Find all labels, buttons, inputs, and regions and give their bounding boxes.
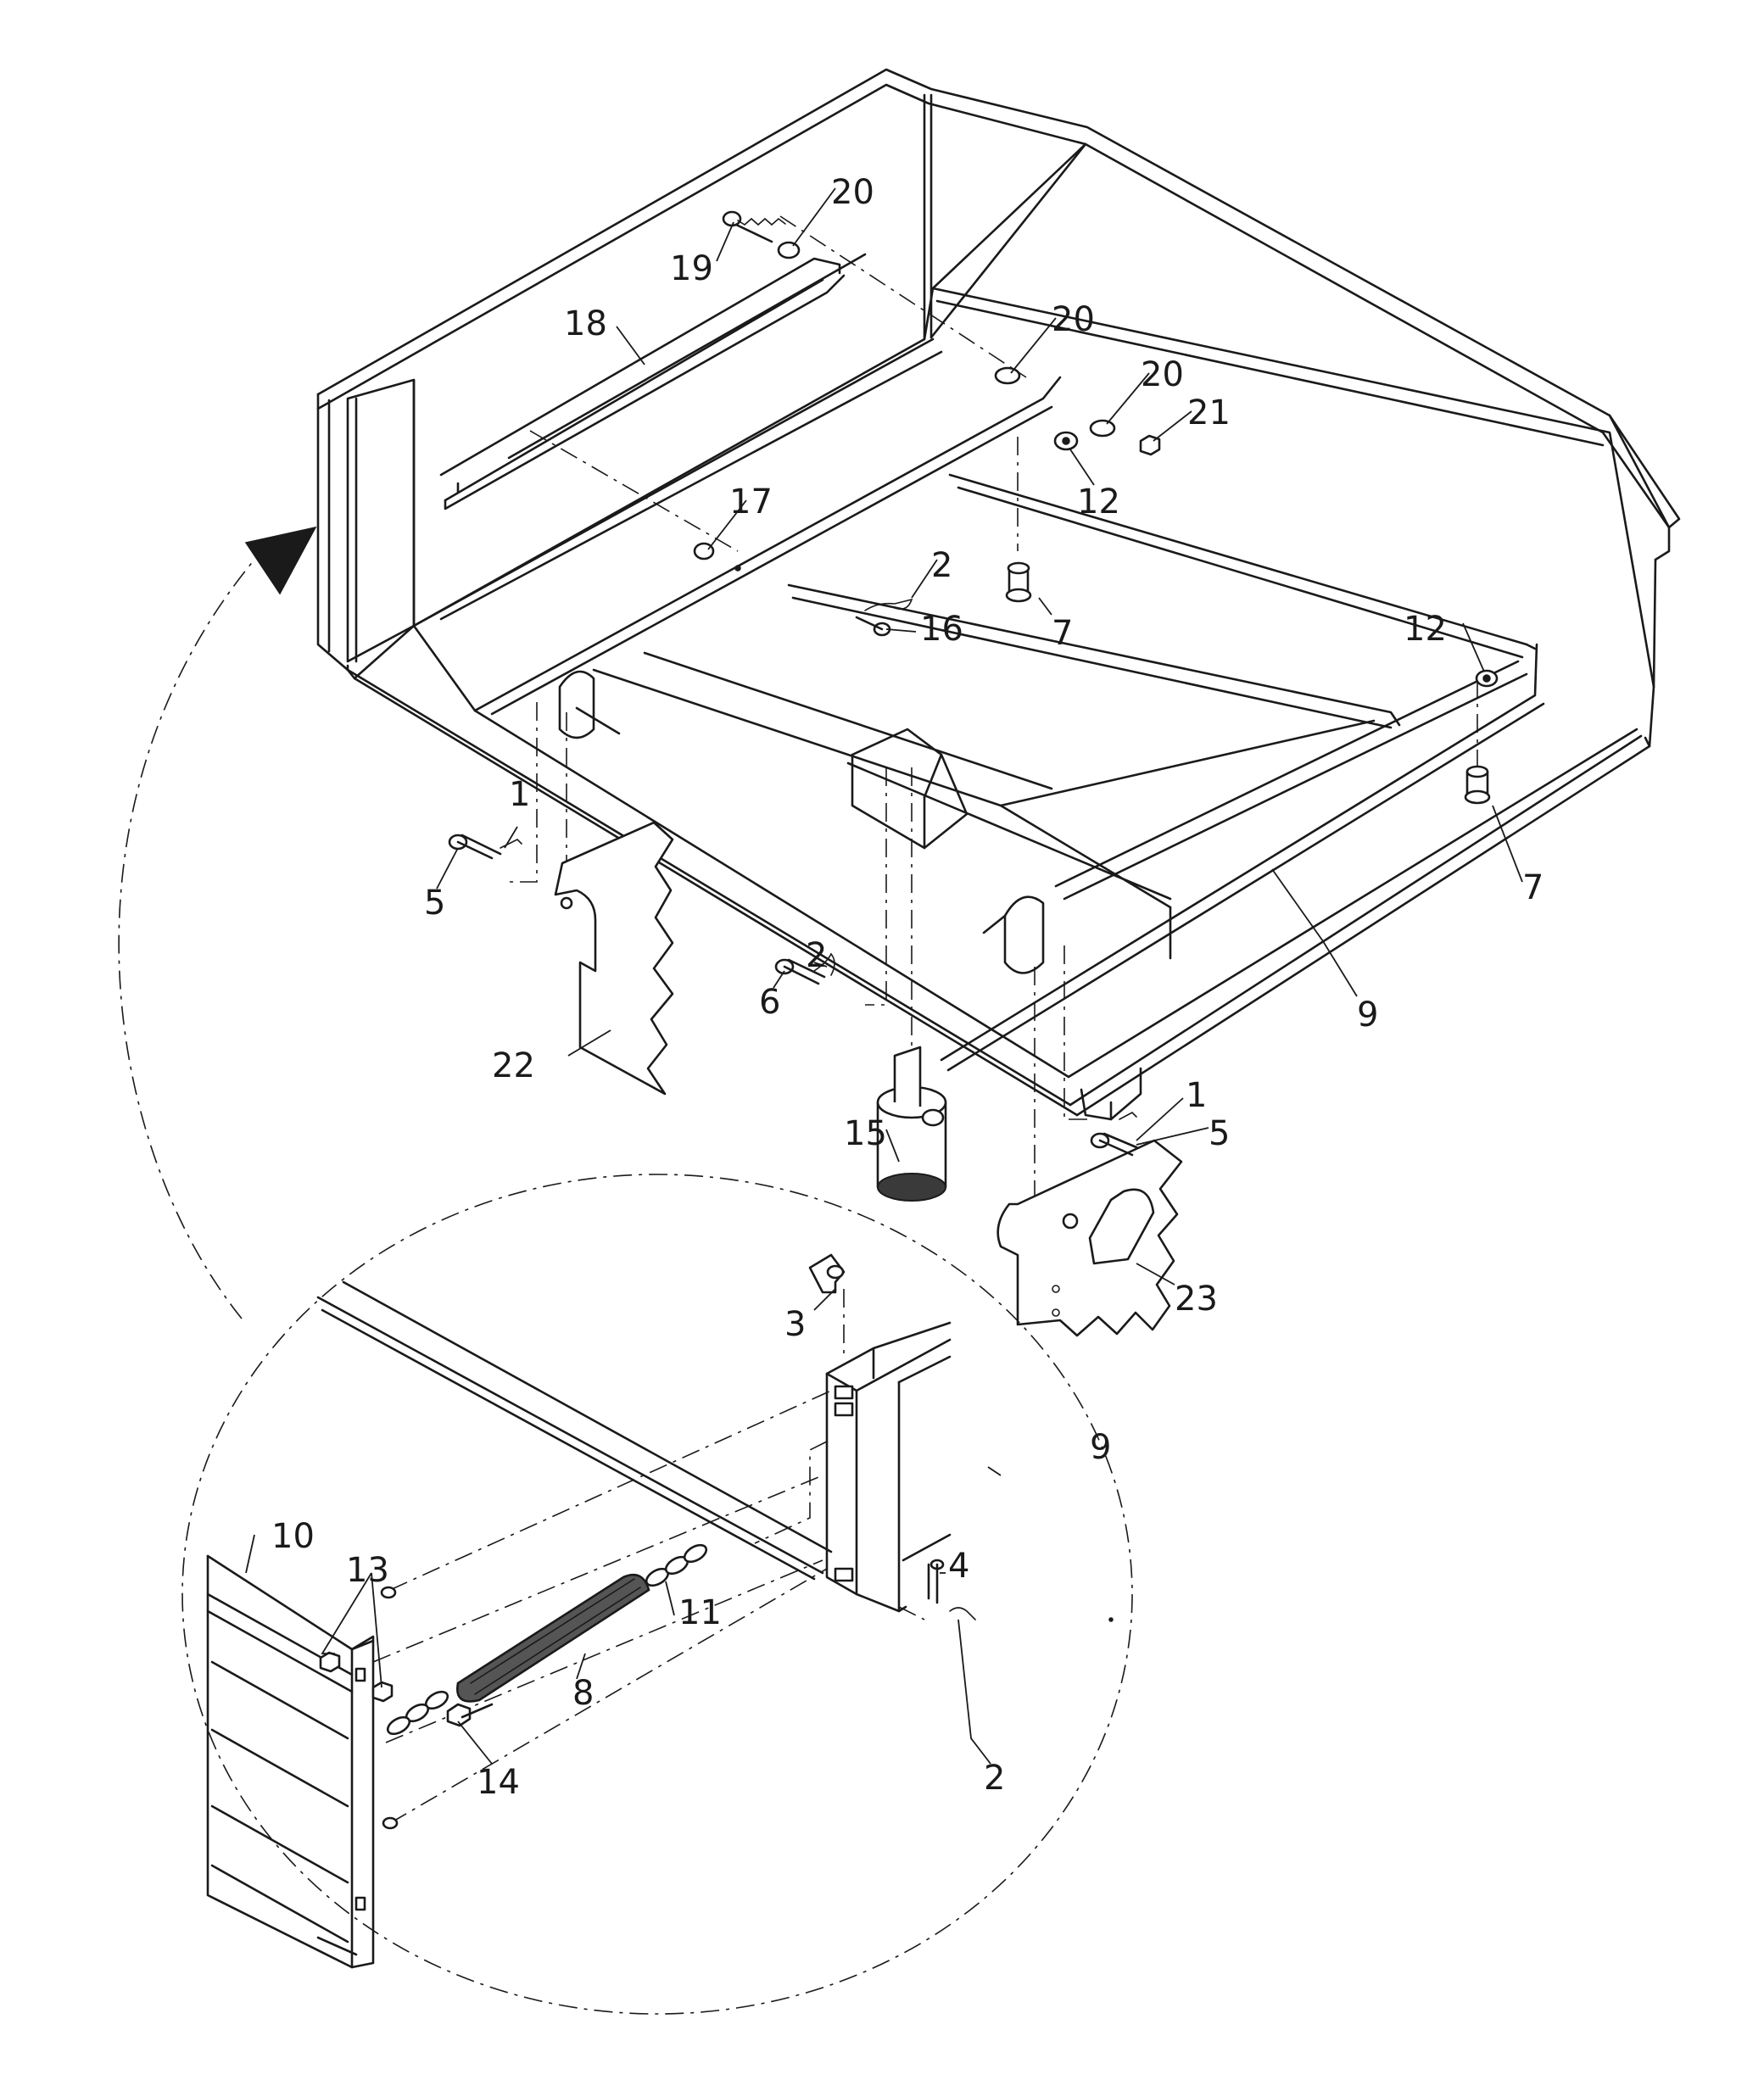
callout-labels: 1 1 2 2 2 3 4 5 5 6 7 7 8 9 9 10 11 12 1… — [271, 173, 1544, 1802]
callout-9b: 9 — [1090, 1428, 1111, 1467]
callout-2a: 2 — [931, 546, 952, 585]
hardware-parts — [448, 210, 1499, 1157]
callout-15: 15 — [844, 1114, 887, 1153]
callout-5a: 5 — [424, 884, 445, 923]
callout-14: 14 — [477, 1763, 520, 1802]
callout-7b: 7 — [1522, 868, 1544, 907]
callout-22: 22 — [492, 1046, 535, 1085]
callout-12b: 12 — [1404, 610, 1447, 649]
part-23-section — [996, 1139, 1183, 1337]
callout-12a: 12 — [1077, 482, 1120, 521]
callout-19: 19 — [670, 249, 713, 288]
hopper-body — [316, 68, 1681, 1121]
callout-11: 11 — [678, 1593, 722, 1632]
callout-20a: 20 — [831, 173, 874, 212]
part-22-section — [554, 821, 674, 1096]
callout-2c: 2 — [984, 1759, 1005, 1798]
callout-10: 10 — [271, 1517, 315, 1556]
detail-view — [181, 1174, 1133, 2015]
callout-3: 3 — [784, 1305, 806, 1344]
callout-4: 4 — [948, 1547, 969, 1586]
callout-1b: 1 — [1186, 1076, 1207, 1115]
callout-20b: 20 — [1052, 300, 1095, 339]
callout-13: 13 — [346, 1551, 389, 1590]
callout-7a: 7 — [1052, 614, 1073, 653]
callout-20c: 20 — [1141, 355, 1184, 394]
callout-5b: 5 — [1209, 1114, 1230, 1153]
callout-1a: 1 — [509, 775, 530, 814]
detail-arrow — [118, 526, 317, 1319]
callout-leaders — [245, 187, 1523, 1765]
callout-2b: 2 — [806, 936, 827, 975]
callout-23: 23 — [1175, 1280, 1218, 1319]
callout-8: 8 — [572, 1674, 594, 1713]
part-15-cylinder — [876, 1046, 947, 1202]
callout-16: 16 — [920, 610, 963, 649]
callout-18: 18 — [564, 304, 607, 343]
callout-9a: 9 — [1357, 996, 1378, 1035]
callout-6: 6 — [759, 983, 780, 1022]
callout-21: 21 — [1187, 393, 1231, 432]
callout-17: 17 — [729, 482, 773, 521]
assembly-lines — [372, 215, 1478, 1824]
